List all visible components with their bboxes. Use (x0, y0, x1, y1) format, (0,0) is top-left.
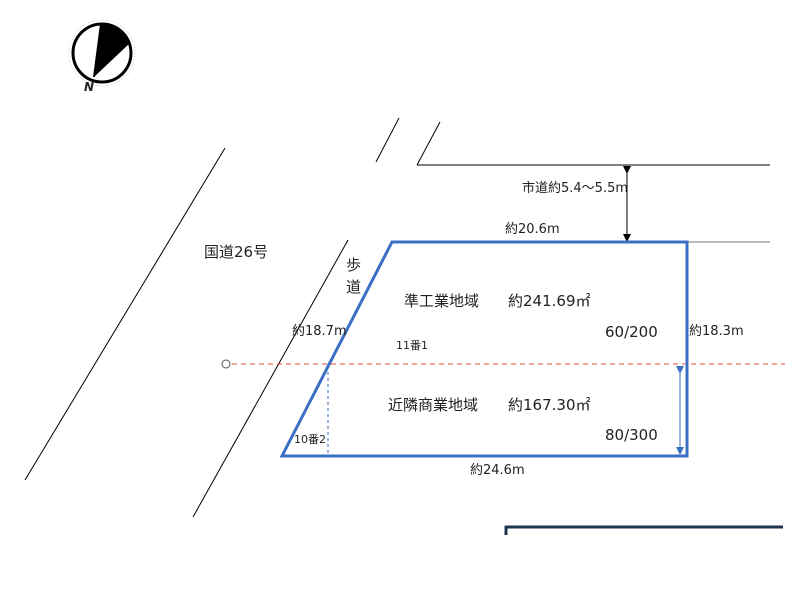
dimension-bottom: 約24.6m (470, 463, 525, 478)
sidewalk-label-2: 道 (346, 278, 361, 296)
zone-1-area: 約241.69㎡ (508, 292, 591, 310)
city-road-width-label: 市道約5.4～5.5m (522, 180, 628, 196)
north-label: N (84, 80, 94, 94)
dimension-right: 約18.3m (689, 324, 744, 339)
zone-2-area: 約167.30㎡ (508, 396, 591, 414)
footer-bar (504, 525, 783, 535)
zone-2-name: 近隣商業地域 (388, 396, 478, 414)
zone-2-ratio: 80/300 (605, 426, 658, 444)
road-lines (24, 117, 770, 518)
lot-11-1: 11番1 (396, 339, 428, 352)
zone-1-ratio: 60/200 (605, 323, 658, 341)
dimension-top: 約20.6m (505, 222, 560, 237)
lot-10-2: 10番2 (294, 433, 326, 446)
zone-boundary-marker (221, 359, 231, 369)
dimension-left: 約18.7m (292, 324, 347, 339)
zone-1-name: 準工業地域 (404, 292, 479, 310)
national-road-label: 国道26号 (204, 243, 268, 261)
north-compass-icon: N (68, 19, 136, 94)
sidewalk-label-1: 歩 (346, 256, 361, 274)
plot-boundary (279, 240, 689, 458)
